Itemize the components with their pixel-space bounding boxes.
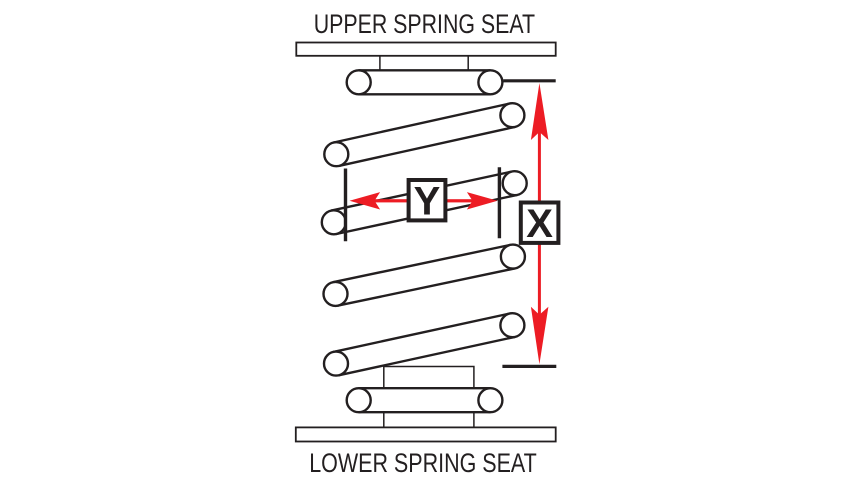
svg-text:X: X — [526, 202, 553, 246]
svg-text:LOWER SPRING SEAT: LOWER SPRING SEAT — [309, 448, 537, 478]
svg-text:Y: Y — [414, 180, 441, 224]
svg-text:UPPER SPRING SEAT: UPPER SPRING SEAT — [314, 9, 535, 39]
